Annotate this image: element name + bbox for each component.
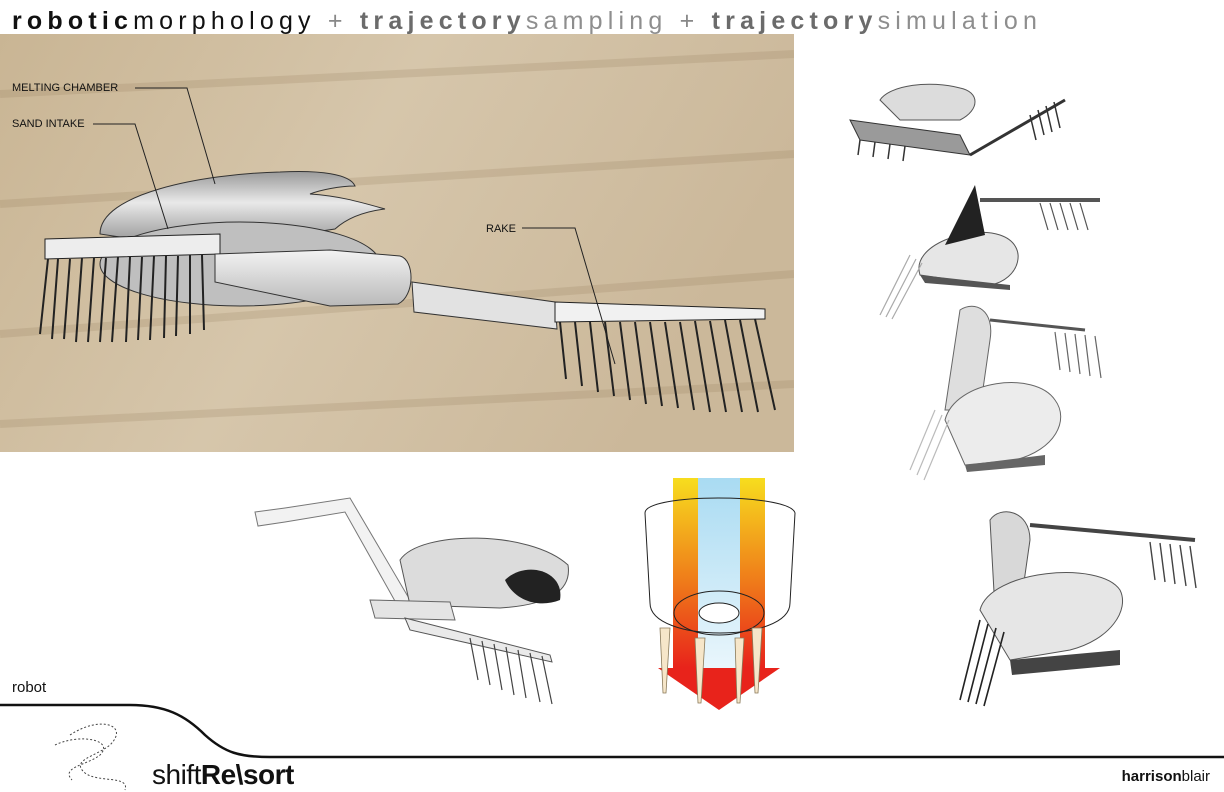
section-label: robot — [12, 679, 47, 696]
furnace-diagram — [640, 478, 800, 723]
footer-curve — [0, 703, 1224, 791]
robot-extended-arm-illustration — [254, 497, 569, 705]
robot-render-illustration — [0, 34, 794, 452]
robot-pose-4-illustration — [959, 511, 1197, 707]
robot-pose-4 — [950, 500, 1210, 710]
robot-pose-2 — [870, 175, 1110, 325]
robot-pose-1-illustration — [849, 83, 1066, 162]
callout-melting-chamber: MELTING CHAMBER — [12, 82, 119, 94]
robot-pose-3 — [905, 300, 1145, 495]
robot-pose-3-illustration — [909, 305, 1102, 481]
main-robot-render: MELTING CHAMBER SAND INTAKE RAKE — [0, 34, 794, 452]
brand-logo-text: shiftRe\sort — [152, 759, 294, 790]
callout-sand-intake: SAND INTAKE — [12, 118, 85, 130]
callout-rake: RAKE — [486, 223, 516, 235]
author-name: harrisonblair — [1121, 768, 1210, 785]
robot-pose-1 — [840, 60, 1090, 170]
furnace-section-illustration — [644, 478, 796, 710]
page-title: roboticmorphology + trajectorysampling +… — [12, 7, 1043, 35]
robot-pose-2-illustration — [879, 185, 1100, 320]
robot-extended-arm — [250, 490, 580, 720]
